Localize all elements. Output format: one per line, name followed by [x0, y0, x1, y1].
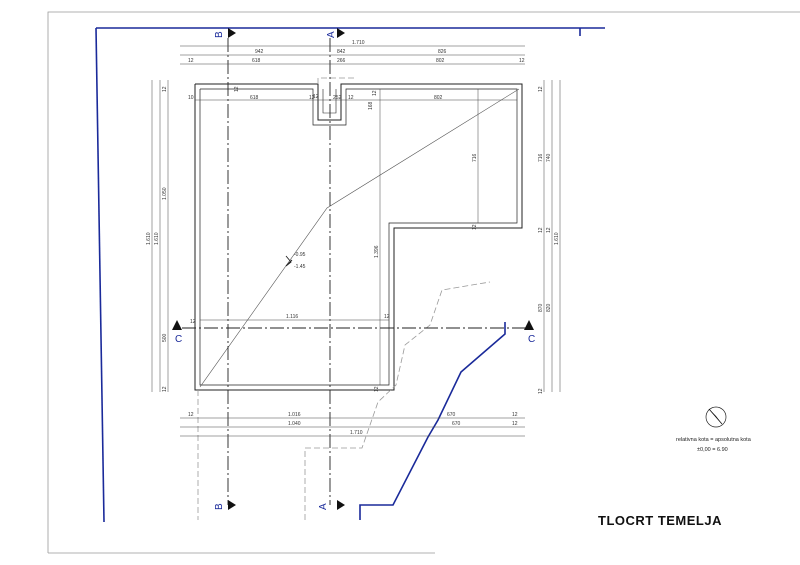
dim-bottom-12-right: 12: [512, 412, 518, 418]
dim-left-tick-2: 12: [190, 319, 196, 325]
contour-dashed-3: [304, 281, 491, 520]
foundation-inner-wall: [199, 88, 518, 386]
svg-text:A: A: [318, 503, 329, 510]
dim-top-266: 266: [337, 58, 346, 64]
plot-boundary-west: [95, 27, 105, 523]
level-marker-icon: [285, 255, 293, 267]
dim-top-942: 942: [255, 49, 264, 55]
dim-bottom-12b: 12: [512, 421, 518, 427]
dim-top-12-left: 12: [188, 58, 194, 64]
section-marker-a-top: A: [326, 28, 345, 38]
dim-left-outer: 1.610: [146, 232, 152, 245]
dim-left-upper: 1.050: [162, 187, 168, 200]
dim-inner-12b: 12: [472, 224, 478, 230]
legend-zero-level: ±0,00 = 6.90: [697, 447, 728, 453]
dim-top-802: 802: [436, 58, 445, 64]
section-marker-c-right: C: [524, 320, 535, 345]
dim-top-overall: 1.710: [352, 40, 365, 46]
dim-notch-168: 168: [368, 101, 374, 110]
sheet-frame: [47, 11, 800, 553]
dimension-lines-bottom: [180, 417, 525, 437]
diagonal-line: [199, 88, 520, 388]
north-arrow-icon: [705, 406, 727, 428]
level-upper: -0.95: [294, 252, 306, 258]
dim-inner-12c: 12: [374, 386, 380, 392]
svg-text:B: B: [214, 31, 225, 38]
dim-top-826: 826: [438, 49, 447, 55]
dim-right-820: 820: [546, 303, 552, 312]
dim-inner-12b: 12: [348, 95, 354, 101]
section-marker-c-left: C: [172, 320, 182, 345]
dim-right-tick-2: 12: [538, 227, 544, 233]
dim-left-lower: 500: [162, 333, 168, 342]
dim-bottom-670b: 670: [452, 421, 461, 427]
dimension-lines-left: [151, 80, 169, 392]
svg-text:C: C: [528, 334, 535, 345]
dim-right-tick-1: 12: [538, 86, 544, 92]
dim-bottom-1040: 1.040: [288, 421, 301, 427]
dim-right-740: 740: [546, 153, 552, 162]
dimension-lines-top: [180, 45, 525, 101]
dim-bottom-12-left: 12: [188, 412, 194, 418]
foundation-outer-wall: [194, 83, 523, 391]
legend-relative-level: relativna kota = apsolutna kota: [676, 437, 752, 443]
dimension-lines-right: [543, 80, 561, 392]
section-marker-b-bottom: B: [214, 500, 236, 510]
dim-inner-1116: 1.116: [286, 314, 298, 320]
dim-inner-12a: 12: [309, 95, 315, 101]
dim-inner-1396: 1.396: [374, 245, 380, 258]
dim-inner-12e: 12: [372, 90, 378, 96]
notch-inner: [322, 89, 337, 114]
dim-right-716: 716: [538, 153, 544, 162]
dim-left-inner: 1.610: [154, 232, 160, 245]
dim-top-618: 618: [252, 58, 261, 64]
dim-inner-12a: 12: [384, 314, 390, 320]
dim-inner-716: 716: [472, 153, 478, 162]
dimension-lines-inner: [200, 89, 479, 385]
dim-right-tick-4: 12: [538, 388, 544, 394]
section-marker-a-bottom: A: [318, 500, 345, 510]
dim-bottom-1016: 1.016: [288, 412, 301, 418]
drawing-title: TLOCRT TEMELJA: [598, 513, 722, 528]
dim-left-tick-1: 12: [162, 86, 168, 92]
dim-inner-252: 252: [333, 95, 342, 101]
svg-text:A: A: [326, 31, 337, 38]
dim-right-outer: 1.610: [554, 232, 560, 245]
dim-right-tick-3: 12: [546, 227, 552, 233]
dim-right-870: 870: [538, 303, 544, 312]
dim-bottom-670a: 670: [447, 412, 456, 418]
dim-inner-802: 802: [434, 95, 443, 101]
dim-inner-618: 618: [250, 95, 259, 101]
plot-boundary-south-east: [359, 322, 506, 520]
dim-top-12-right: 12: [519, 58, 525, 64]
svg-text:B: B: [214, 503, 225, 510]
section-marker-b-top: B: [214, 28, 236, 38]
contour-dashed-1: [317, 77, 355, 84]
level-lower: -1.45: [294, 264, 306, 270]
svg-text:C: C: [175, 334, 182, 345]
dim-inner-12d: 12: [313, 94, 319, 100]
dim-bottom-overall: 1.710: [350, 430, 363, 436]
dim-top-842: 842: [337, 49, 346, 55]
dim-left-tick-3: 12: [162, 386, 168, 392]
dim-inner-10: 10: [188, 95, 194, 101]
dim-left-tick-4: 12: [234, 86, 240, 92]
